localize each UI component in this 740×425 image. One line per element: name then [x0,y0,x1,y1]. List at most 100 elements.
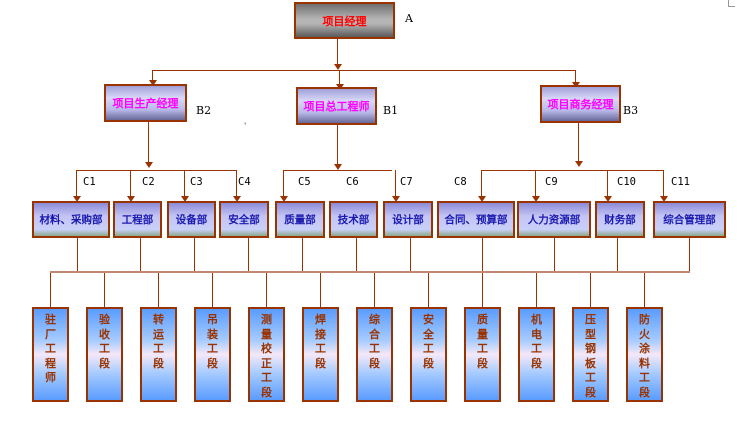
code-a: A [405,12,413,25]
work-section-label: 压型钢板工段 [585,313,596,400]
work-section-char: 程 [45,356,56,370]
department-box: 财务部 [595,201,645,238]
connector [575,71,576,82]
work-section-char: 火 [639,327,650,341]
connector [337,125,338,164]
arrow-icon [532,196,540,202]
page-corner-mark [728,0,735,7]
work-section-char: 段 [315,356,326,370]
department-label: 技术部 [337,214,370,226]
connector [184,170,185,197]
connector [266,273,267,307]
work-section-char: 验 [99,313,110,326]
work-section-label: 吊装工段 [207,313,218,371]
work-section-label: 安全工段 [423,313,434,371]
department-box: 材料、采购部 [32,201,110,238]
connector [50,273,51,307]
chief-engineer-label: 项目总工程师 [303,100,370,113]
connector [481,170,482,197]
department-label: 人力资源部 [527,214,581,226]
work-section-char: 转 [153,313,164,326]
work-section-char: 运 [153,327,164,341]
work-section-label: 综合工段 [369,313,380,371]
connector [212,273,213,307]
work-section-char: 工 [585,371,596,384]
connector [194,238,195,271]
work-section-char: 工 [369,342,380,355]
work-section-char: 正 [261,356,272,370]
work-section-char: 段 [153,356,164,370]
connector [248,238,249,271]
work-section-char: 机 [531,313,542,326]
work-section-char: 段 [531,356,542,370]
arrow-icon [660,196,668,202]
connector [104,273,105,307]
code-c11: C11 [671,176,690,188]
work-section-char: 涂 [639,342,650,355]
connector [535,170,536,197]
department-label: 综合管理部 [663,214,716,226]
work-section-char: 段 [261,385,272,399]
stray-mark: ˈ [244,122,247,131]
connector [76,170,77,197]
department-label: 合同、预算部 [444,214,508,226]
connector [482,273,483,307]
department-label: 工程部 [121,214,154,226]
arrow-icon [604,196,612,202]
arrow-icon [181,196,189,202]
connector [374,273,375,307]
code-b2: B2 [196,104,212,117]
work-section-label: 质量工段 [477,313,488,371]
department-label: 财务部 [604,214,636,226]
work-section-char: 防 [639,313,650,326]
arrow-icon [575,161,583,167]
arrow-icon [392,196,400,202]
work-section-box: 压型钢板工段 [572,307,609,402]
department-box: 技术部 [329,201,378,238]
work-section-char: 板 [585,356,596,370]
code-b3: B3 [623,104,639,117]
connector [140,238,141,271]
commercial-manager-label: 项目商务经理 [547,98,614,111]
connector [339,71,340,84]
department-box: 合同、预算部 [437,201,515,238]
department-label: 设备部 [175,214,208,226]
department-box: 设备部 [167,201,216,238]
department-box: 综合管理部 [653,201,726,238]
work-section-box: 吊装工段 [194,307,231,402]
arrow-icon [478,196,486,202]
bottom-bus [50,271,690,273]
connector [236,170,237,197]
code-c3: C3 [190,176,203,188]
connector [395,170,396,197]
work-section-box: 转运工段 [140,307,177,402]
arrow-icon [334,164,342,170]
project-manager-box: 项目经理 [294,2,395,39]
work-section-char: 厂 [45,327,56,341]
connector [337,39,338,66]
work-section-char: 量 [261,327,272,341]
code-b1: B1 [383,104,399,117]
work-section-label: 转运工段 [153,313,164,371]
work-section-char: 工 [207,342,218,355]
connector [536,273,537,307]
work-section-char: 段 [369,356,380,370]
code-c9: C9 [545,176,558,188]
work-section-char: 段 [585,385,596,399]
department-label: 材料、采购部 [39,214,103,226]
work-section-char: 电 [531,327,542,341]
connector [283,170,284,197]
work-section-char: 校 [261,342,272,355]
arrow-icon [334,64,342,70]
connector [663,170,664,197]
code-c10: C10 [617,176,636,188]
work-section-box: 综合工段 [356,307,393,402]
work-section-char: 工 [531,342,542,355]
connector [283,170,392,171]
connector [130,170,131,197]
work-section-char: 量 [477,327,488,341]
code-c8: C8 [454,176,467,188]
work-section-char: 工 [153,342,164,355]
work-section-char: 合 [369,327,380,341]
department-label: 设计部 [392,214,424,226]
